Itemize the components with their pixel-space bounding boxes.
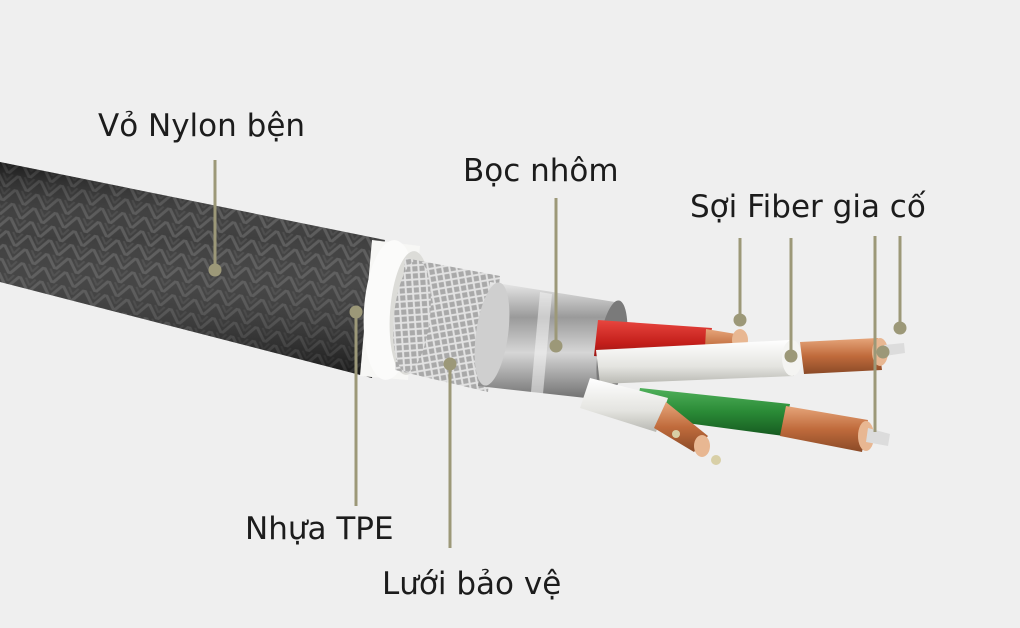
label-tpe-plastic: Nhựa TPE — [245, 511, 394, 547]
pointer-dot-fiber-1 — [733, 313, 747, 327]
pointer-dot-fiber-2 — [784, 349, 798, 363]
pointer-dot-fiber-3 — [876, 345, 890, 359]
pointer-dot-aluminum-foil — [549, 339, 563, 353]
label-aluminum-foil: Bọc nhôm — [463, 153, 619, 189]
braided-jacket — [0, 162, 385, 378]
green-wire — [634, 388, 890, 452]
label-fiber-reinforcement: Sợi Fiber gia cố — [690, 189, 926, 225]
pointer-dot-tpe-plastic — [349, 305, 363, 319]
label-braided-nylon: Vỏ Nylon bện — [98, 108, 306, 144]
label-protective-mesh: Lưới bảo vệ — [382, 566, 562, 602]
pointer-dot-fiber-4 — [893, 321, 907, 335]
pointer-dot-braided-nylon — [208, 263, 222, 277]
pointer-lines — [208, 160, 907, 548]
pointer-dot-protective-mesh — [443, 357, 457, 371]
white-wire-lower — [580, 378, 721, 465]
protective-mesh — [393, 258, 500, 392]
